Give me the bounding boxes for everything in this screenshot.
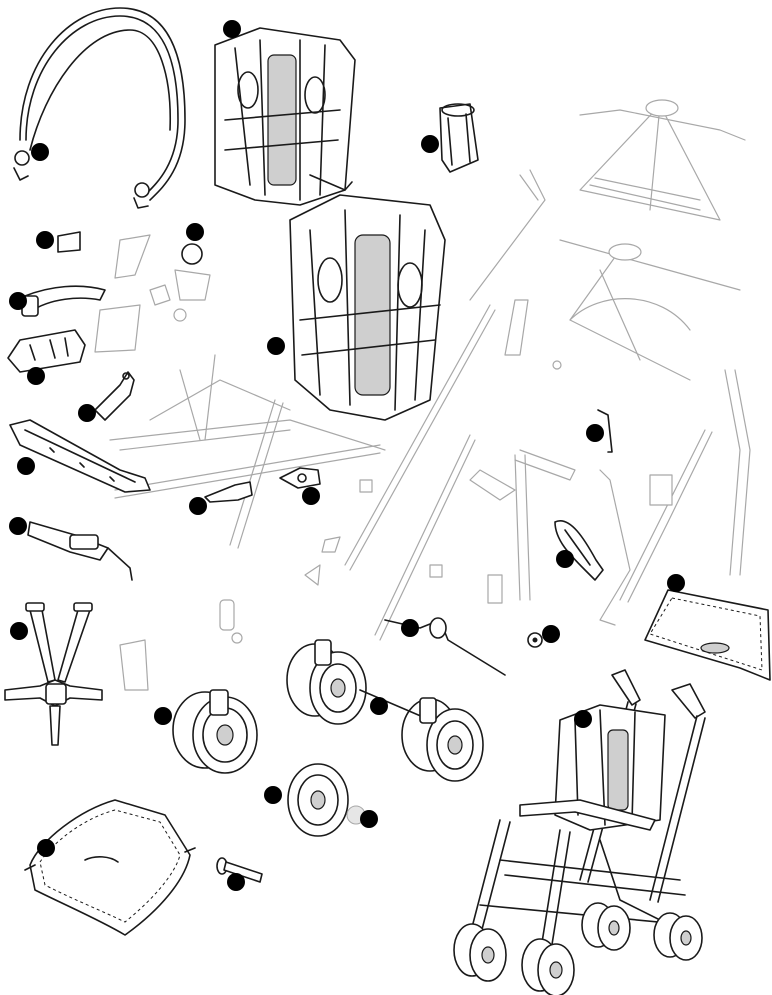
marker-handle-cover — [9, 292, 27, 310]
latch-part — [280, 468, 320, 488]
marker-strap-hook — [78, 404, 96, 422]
handle-cover-part — [22, 286, 105, 316]
seat-fabric-part — [25, 800, 195, 935]
marker-harness — [10, 622, 28, 640]
brake-pedal-part — [555, 521, 603, 580]
marker-brake-rod — [401, 619, 419, 637]
marker-seat-back-top — [223, 20, 241, 38]
marker-seat-fabric — [37, 839, 55, 857]
marker-single-wheel — [264, 786, 282, 804]
marker-canopy-frame — [31, 143, 49, 161]
marker-small-clip — [36, 231, 54, 249]
canopy-frame-part — [14, 8, 185, 208]
marker-front-bumper — [17, 457, 35, 475]
small-clip-part — [58, 232, 80, 252]
marker-ring — [186, 223, 204, 241]
marker-cup-holder — [421, 135, 439, 153]
marker-front-wheel-assembly — [370, 697, 388, 715]
marker-lever — [189, 497, 207, 515]
marker-hinge-bracket — [27, 367, 45, 385]
front-bumper-part — [10, 420, 150, 492]
ring-part — [182, 244, 202, 264]
seat-back-middle-part — [290, 195, 445, 420]
marker-assembled-stroller — [574, 710, 592, 728]
strap-hook-part — [95, 372, 134, 420]
marker-hex-key — [586, 424, 604, 442]
marker-basket-mat — [667, 574, 685, 592]
seat-back-top-part — [215, 28, 355, 205]
footrest-part — [28, 522, 132, 580]
marker-latch — [302, 487, 320, 505]
marker-nut — [542, 625, 560, 643]
marker-double-wheel — [154, 707, 172, 725]
cup-holder-part — [440, 104, 478, 172]
double-wheel-part — [173, 690, 257, 773]
lever-part — [205, 482, 252, 502]
marker-brake-pedal — [556, 550, 574, 568]
nut-part — [528, 633, 542, 647]
marker-seat-back-middle — [267, 337, 285, 355]
basket-mat-part — [645, 590, 770, 680]
hinge-bracket-part — [8, 330, 85, 372]
marker-axle-pin — [227, 873, 245, 891]
marker-footrest — [9, 517, 27, 535]
single-wheel-part — [288, 764, 348, 836]
marker-cap — [360, 810, 378, 828]
